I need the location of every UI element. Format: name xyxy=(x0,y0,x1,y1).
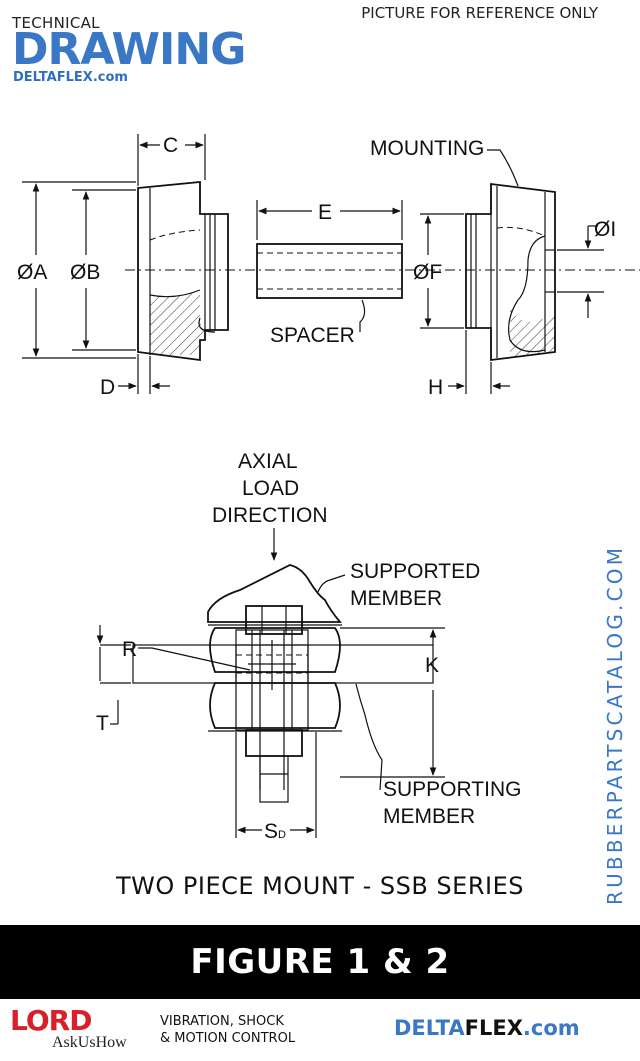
label-k: K xyxy=(425,654,439,677)
label-supporting-1: SUPPORTING xyxy=(383,778,521,801)
label-e: E xyxy=(318,201,332,224)
figure-banner-text: FIGURE 1 & 2 xyxy=(190,942,450,982)
figure1-right-mount xyxy=(465,182,556,362)
footer-brand-logo: DELTAFLEX.com xyxy=(394,1016,580,1040)
label-r: R xyxy=(122,638,137,661)
header-drawing-title: DRAWING xyxy=(12,24,246,75)
figure-caption: TWO PIECE MOUNT - SSB SERIES xyxy=(116,872,524,900)
label-h: H xyxy=(428,376,443,399)
dimension-f xyxy=(420,213,464,329)
label-b: ØB xyxy=(70,261,100,284)
figure1-left-mount xyxy=(137,181,229,362)
brand-com: .com xyxy=(92,70,128,85)
label-t: T xyxy=(96,712,109,735)
reference-note: PICTURE FOR REFERENCE ONLY xyxy=(361,4,598,22)
dimension-k xyxy=(340,627,445,778)
mounting-leader xyxy=(487,149,519,187)
bolt xyxy=(235,605,309,803)
header-technical: TECHNICAL xyxy=(12,14,100,32)
footer-tagline-line2: & MOTION CONTROL xyxy=(160,1031,296,1046)
dimension-a xyxy=(22,181,136,359)
supported-leader xyxy=(317,574,346,593)
dimension-b xyxy=(72,189,136,351)
dimension-h xyxy=(448,330,510,394)
lower-rubber-element xyxy=(209,682,341,729)
technical-drawing: C ØA ØB D SPACER E xyxy=(17,134,640,843)
figure-banner: FIGURE 1 & 2 xyxy=(0,925,640,999)
footer-brand-com: .com xyxy=(522,1016,580,1040)
side-watermark-text: RUBBERPARTSCATALOG.COM xyxy=(603,544,627,905)
label-supporting-2: MEMBER xyxy=(383,805,475,828)
supported-member xyxy=(207,564,342,623)
dimension-d xyxy=(118,354,170,394)
dimension-s xyxy=(235,732,317,838)
brand-flex: FLEX xyxy=(56,70,93,85)
footer-brand-delta: DELTA xyxy=(394,1016,465,1040)
label-s-sub: D xyxy=(278,829,286,841)
footer-brand-flex: FLEX xyxy=(464,1016,523,1040)
dimension-t xyxy=(96,625,131,725)
label-s: SD xyxy=(264,820,286,843)
label-spacer: SPACER xyxy=(270,324,355,347)
label-axial-2: LOAD xyxy=(242,477,299,500)
header-brand-logo: DELTAFLEX.com xyxy=(13,70,128,85)
label-d: D xyxy=(100,376,115,399)
brand-delta: DELTA xyxy=(13,70,57,85)
supporting-leader xyxy=(355,683,383,791)
r-leader xyxy=(138,647,251,671)
lord-tagline: AskUsHow xyxy=(52,1034,127,1051)
dimension-c xyxy=(137,134,206,186)
footer-tagline: VIBRATION, SHOCK & MOTION CONTROL xyxy=(160,1013,295,1047)
label-s-main: S xyxy=(264,820,278,843)
label-axial-3: DIRECTION xyxy=(212,504,328,527)
label-i: ØI xyxy=(594,218,616,241)
label-axial-1: AXIAL xyxy=(238,450,298,473)
footer-tagline-line1: VIBRATION, SHOCK xyxy=(160,1014,284,1029)
dimension-i xyxy=(557,225,604,318)
label-a: ØA xyxy=(17,261,47,284)
upper-rubber-element xyxy=(209,627,341,673)
dimension-e xyxy=(256,200,403,240)
label-supported-2: MEMBER xyxy=(350,587,442,610)
label-mounting: MOUNTING xyxy=(370,137,484,160)
label-c: C xyxy=(163,134,178,157)
lord-logo: LORD xyxy=(10,1004,92,1037)
label-f: ØF xyxy=(413,261,442,284)
label-supported-1: SUPPORTED xyxy=(350,560,480,583)
figure1-spacer xyxy=(256,243,403,332)
